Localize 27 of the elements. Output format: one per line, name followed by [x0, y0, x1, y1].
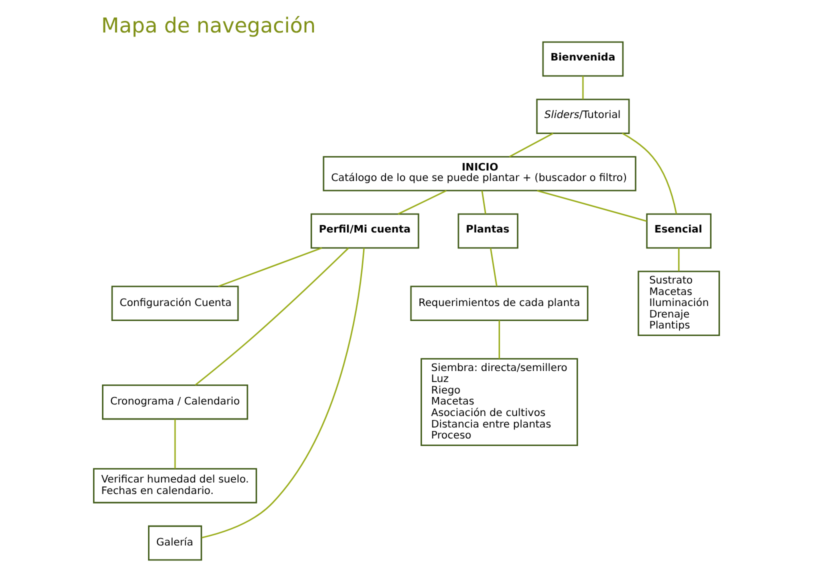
node-box: Requerimientos de cada planta [410, 286, 588, 321]
connector [174, 419, 176, 469]
connector [582, 76, 584, 100]
node-box: Esencial [646, 213, 712, 249]
node-box: Sliders/Tutorial [536, 98, 630, 134]
node-box: Cronograma / Calendario [102, 384, 248, 420]
node-box: Plantas [458, 213, 518, 249]
node-box: Perfil/Mi cuenta [310, 213, 420, 249]
node-box: Configuración Cuenta [111, 286, 239, 321]
connector [678, 248, 680, 272]
connector [498, 320, 500, 359]
connector [218, 247, 322, 288]
connector [537, 190, 647, 222]
connector [194, 248, 349, 386]
node-box: Bienvenida [542, 41, 624, 77]
node-box: INICIO Catálogo de lo que se puede plantar + (buscador o filtro) [322, 156, 636, 192]
connector [490, 248, 498, 286]
connector [202, 248, 365, 538]
connector [398, 190, 447, 215]
connector [622, 132, 678, 214]
node-box: Sustrato Macetas Iluminación Drenaje Plantips [638, 270, 720, 336]
connector [481, 190, 486, 214]
node-box: Galería [148, 525, 202, 561]
diagram-title: Mapa de navegación [101, 13, 316, 38]
node-box: Siembra: directa/semillero Luz Riego Macetas Asociación de cultivos Distancia entre plantas Proceso [420, 358, 578, 446]
node-box: Verificar humedad del suelo. Fechas en calendario. [93, 468, 258, 504]
connector [509, 132, 554, 158]
